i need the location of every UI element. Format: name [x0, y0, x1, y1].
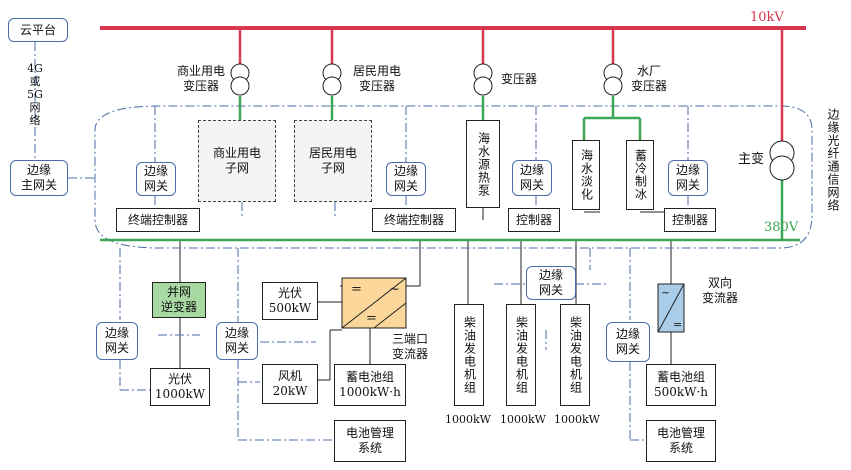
terminal-controller-2[interactable]: 终端控制器: [372, 208, 456, 232]
black-links: [179, 208, 672, 381]
edge-gateway-8[interactable]: 边缘 网关: [606, 322, 650, 362]
edge-gateway-5[interactable]: 边缘 网关: [96, 322, 138, 360]
bms-1[interactable]: 电池管理 系统: [334, 420, 406, 462]
seawater-desalination[interactable]: 海水淡化: [572, 140, 600, 210]
battery-1000kwh[interactable]: 蓄电池组 1000kW·h: [334, 364, 406, 406]
commercial-transformer-label: 商业用电 变压器: [176, 64, 225, 93]
edge-main-gateway[interactable]: 边缘 主网关: [10, 160, 68, 196]
residential-transformer-label: 居民用电 变压器: [352, 64, 401, 93]
main-transformer-label: 主变: [738, 152, 765, 167]
controller-2[interactable]: 控制器: [664, 208, 716, 232]
diesel-rating-1: 1000kW: [445, 413, 491, 426]
water-transformer-icon-low: [603, 76, 623, 96]
fiber-network-label: 边缘光纤通信网络: [826, 108, 840, 212]
controller-1[interactable]: 控制器: [508, 208, 560, 232]
commercial-transformer-icon-low: [230, 76, 250, 96]
edge-gateway-2[interactable]: 边缘 网关: [386, 162, 426, 196]
cold-storage-ice[interactable]: 蓄冷制冰: [626, 140, 654, 210]
terminal-controller-1[interactable]: 终端控制器: [116, 208, 200, 232]
svg-text:=: =: [366, 311, 377, 326]
diesel-generator-3[interactable]: 柴油发电机组: [560, 304, 590, 406]
water-transformer-label: 水厂 变压器: [630, 64, 667, 93]
edge-gateway-7[interactable]: 边缘 网关: [526, 266, 576, 300]
lv-bus-label: 380V: [764, 220, 799, 235]
svg-text:~: ~: [389, 282, 400, 297]
edge-gateway-3[interactable]: 边缘 网关: [512, 160, 552, 196]
seawater-heat-pump[interactable]: 海水源热泵: [466, 120, 500, 208]
battery-500kwh[interactable]: 蓄电池组 500kW·h: [646, 364, 716, 406]
edge-gateway-1[interactable]: 边缘 网关: [136, 162, 176, 196]
transformer-label: 变压器: [500, 72, 537, 86]
commercial-subgrid[interactable]: 商业用电 子网: [198, 120, 276, 202]
bms-2[interactable]: 电池管理 系统: [646, 420, 716, 462]
edge-gateway-4[interactable]: 边缘 网关: [668, 160, 708, 196]
pv-1000kw[interactable]: 光伏 1000kW: [150, 368, 210, 406]
pv-500kw[interactable]: 光伏 500kW: [262, 282, 318, 320]
residential-transformer-icon-low: [322, 76, 342, 96]
residential-subgrid[interactable]: 居民用电 子网: [294, 120, 372, 202]
three-port-converter-label: 三端口 变流器: [391, 332, 428, 361]
hv-bus-label: 10kV: [750, 10, 784, 25]
comm-links: [34, 42, 813, 441]
lv-lines: [100, 96, 800, 242]
diesel-generator-1[interactable]: 柴油发电机组: [454, 304, 484, 406]
main-transformer-icon-low: [769, 155, 795, 181]
grid-inverter[interactable]: 并网 逆变器: [152, 282, 206, 318]
hv-drops: [238, 28, 784, 146]
network-type-label: 4G 或 5G 网 络: [27, 62, 43, 127]
svg-text:=: =: [351, 282, 362, 297]
diesel-rating-3: 1000kW: [554, 413, 600, 426]
wind-turbine-20kw[interactable]: 风机 20kW: [262, 364, 318, 404]
diesel-rating-2: 1000kW: [500, 413, 546, 426]
svg-text:~: ~: [661, 286, 670, 299]
bidirectional-converter: ~ =: [657, 283, 685, 333]
transformer-symbols: [230, 63, 795, 181]
transformer-icon-low: [473, 76, 493, 96]
three-port-converter: = ~ =: [341, 277, 407, 329]
svg-text:=: =: [673, 318, 682, 331]
bidirectional-converter-label: 双向 变流器: [701, 276, 738, 305]
diesel-generator-2[interactable]: 柴油发电机组: [506, 304, 536, 406]
edge-gateway-6[interactable]: 边缘 网关: [216, 322, 258, 360]
cloud-platform[interactable]: 云平台: [8, 18, 68, 42]
